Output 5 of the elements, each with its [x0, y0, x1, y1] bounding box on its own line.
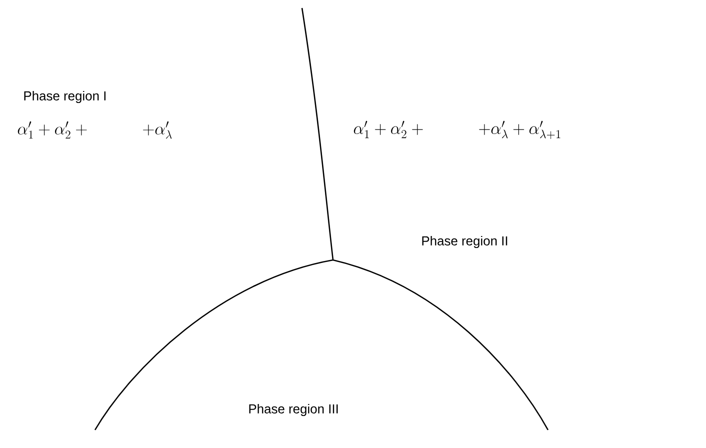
region-label: Phase region I	[24, 90, 106, 104]
formula: $\alpha'_1+\alpha'_2+\qquad\quad+\alpha'_\lambda$	[18, 121, 172, 139]
region-label: Phase region III	[249, 404, 338, 416]
region-label: Phase region II	[422, 236, 508, 248]
formula: $\alpha'_1+\alpha'_2+\qquad\quad+\alpha'_\lambda+\alpha'_{\lambda+1}$	[354, 120, 560, 140]
